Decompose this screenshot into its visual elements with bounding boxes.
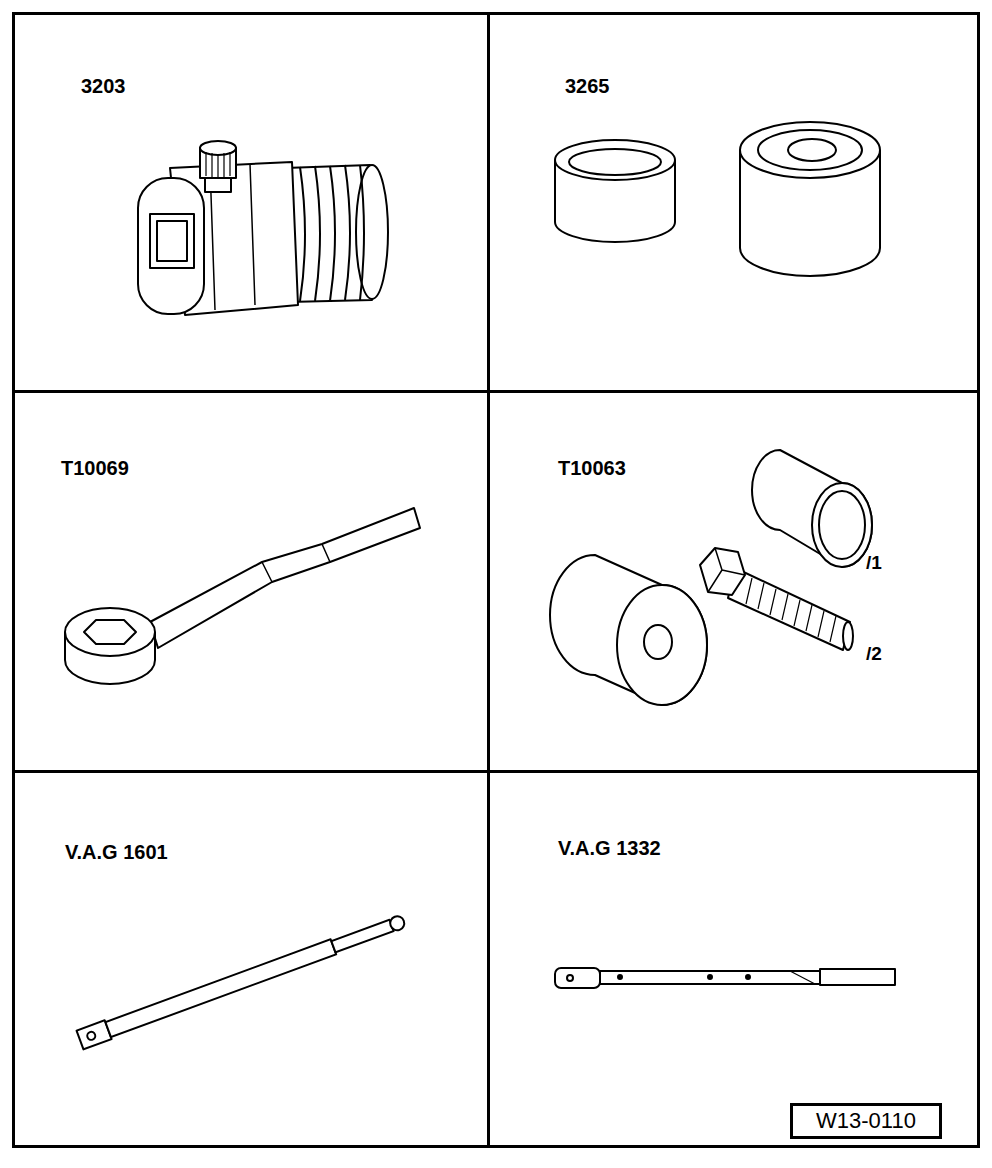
puller-set-illustration	[550, 450, 872, 705]
part-callout: /1	[866, 552, 882, 574]
torque-wrench-illustration	[77, 911, 408, 1049]
tool-number: 3265	[565, 75, 610, 98]
tool-number: T10069	[61, 457, 129, 480]
drawing-number-box: W13-0110	[790, 1103, 942, 1139]
tool-number: V.A.G 1601	[65, 841, 168, 864]
torque-wrench-illustration	[555, 968, 895, 988]
tool-cell: T10069	[12, 390, 490, 773]
tool-number: V.A.G 1332	[558, 837, 661, 860]
tool-number: T10063	[558, 457, 626, 480]
drawing-number: W13-0110	[793, 1106, 939, 1136]
tool-cell: 3265	[487, 12, 980, 393]
tool-cell: V.A.G 1332W13-0110	[487, 770, 980, 1148]
ring-illustration	[555, 122, 880, 276]
tool-cell: V.A.G 1601	[12, 770, 490, 1148]
tool-number: 3203	[81, 75, 126, 98]
tool-cell: T10063	[487, 390, 980, 773]
wrench-illustration	[65, 508, 420, 684]
part-callout: /2	[866, 643, 882, 665]
tool-cell: 3203	[12, 12, 490, 393]
adapter-illustration	[138, 141, 388, 315]
